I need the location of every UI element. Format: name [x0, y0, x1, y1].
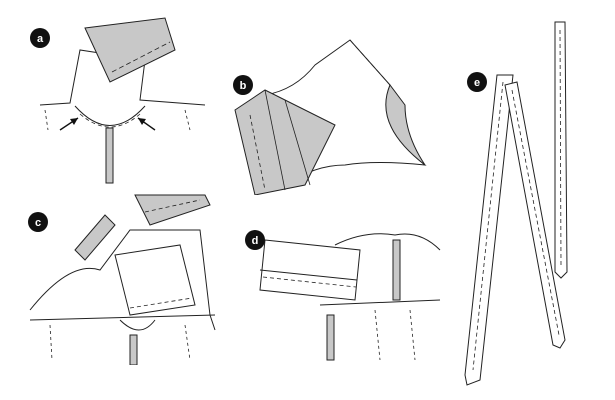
panel-d-waistband	[259, 239, 361, 301]
panel-d-strip	[392, 239, 401, 301]
panel-c-vertical-strip	[129, 334, 138, 365]
panel-a-gray-flap	[84, 17, 176, 83]
panel-e-drawing: e	[464, 21, 568, 386]
panel-e-strap-3	[554, 21, 568, 279]
panel-c-drawing: c	[28, 194, 216, 365]
panel-a-drawing: a	[30, 17, 206, 184]
panel-b-label: b	[240, 80, 247, 92]
panel-c-strip	[74, 214, 116, 261]
panel-e-strap-1	[464, 74, 514, 386]
panel-a: a	[20, 10, 220, 185]
panel-d-label: d	[252, 235, 259, 247]
panel-c-gray-corner	[134, 194, 211, 226]
panel-e-strap-2	[504, 81, 566, 349]
panel-b: b	[225, 35, 450, 195]
panel-d-badge	[245, 230, 265, 250]
panel-b-gray-facing	[385, 84, 426, 166]
panel-e-label: e	[474, 77, 480, 89]
panel-c-badge	[28, 212, 48, 232]
panel-d-drawing: d	[245, 230, 441, 361]
panel-a-curve-seam	[74, 105, 146, 126]
panel-e-badge	[467, 72, 487, 92]
panel-b-badge	[233, 75, 253, 95]
panel-c-fabric	[29, 229, 216, 331]
panel-a-label: a	[37, 33, 44, 45]
panel-c-collar	[114, 244, 196, 316]
panel-d: d	[235, 215, 445, 365]
panel-e: e	[455, 10, 605, 395]
panel-b-drawing: b	[233, 39, 427, 195]
panel-a-badge	[30, 28, 50, 48]
panel-d-fabric	[334, 233, 441, 251]
panel-b-gray-pleats	[234, 89, 336, 195]
panel-a-strip	[105, 127, 114, 184]
panel-c-label: c	[35, 217, 41, 229]
panel-c: c	[20, 190, 220, 365]
